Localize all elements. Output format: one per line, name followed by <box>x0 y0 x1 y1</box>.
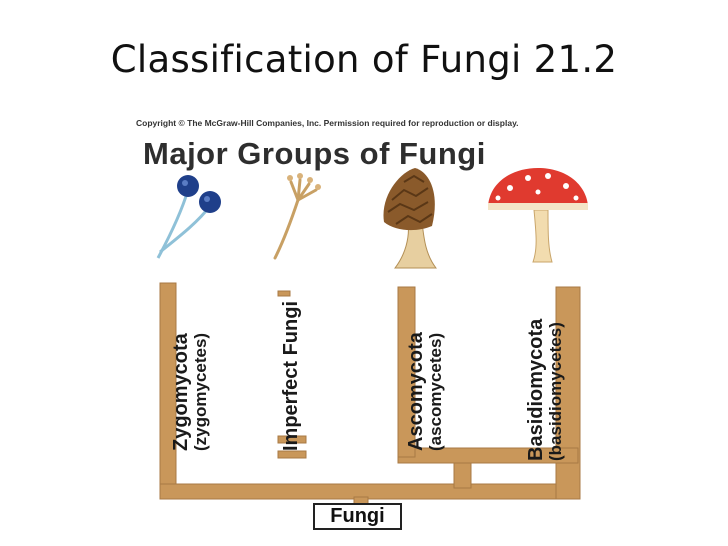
morel-illustration <box>383 168 438 269</box>
figure-heading: Major Groups of Fungi <box>143 136 486 171</box>
group-label-basidiomycota: Basidiomycota (basidiomycetes) <box>525 291 570 461</box>
group-label-imperfect-fungi: Imperfect Fungi <box>280 281 325 451</box>
group-name: Zygomycota <box>170 333 192 451</box>
group-label-zygomycota: Zygomycota (zygomycetes) <box>170 281 215 451</box>
branch-ascomycota <box>397 286 416 458</box>
group-alt-name: (zygomycetes) <box>191 332 210 451</box>
copyright-notice: Copyright © The McGraw-Hill Companies, I… <box>136 118 519 128</box>
branch-basal-horizontal <box>159 483 581 500</box>
conidiophore-illustration <box>273 173 321 260</box>
group-alt-name: (basidiomycetes) <box>546 322 565 461</box>
group-name: Imperfect Fungi <box>280 300 302 451</box>
slide-title: Classification of Fungi 21.2 <box>110 38 618 81</box>
group-alt-name: (ascomycetes) <box>426 332 445 451</box>
tree-branches <box>159 282 581 506</box>
group-name: Ascomycota <box>405 332 427 451</box>
group-name: Basidiomycota <box>525 318 547 461</box>
group-label-ascomycota: Ascomycota (ascomycetes) <box>405 281 450 451</box>
branch-basidiomycota <box>555 286 581 500</box>
root-label-fungi: Fungi <box>313 503 402 530</box>
imperfect-fungi-dashes <box>277 290 307 459</box>
red-mushroom-illustration <box>488 168 588 263</box>
zygomycete-sporangia-illustration <box>156 175 221 259</box>
